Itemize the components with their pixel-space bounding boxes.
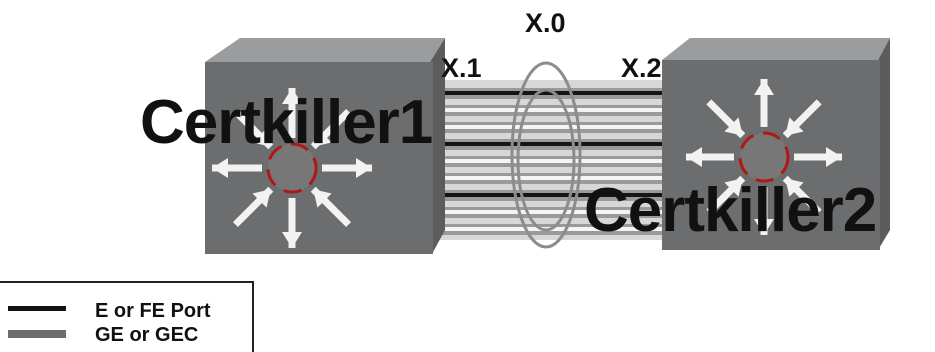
arrow-head: [282, 232, 302, 248]
arrow-head: [686, 147, 702, 167]
arrow-head: [252, 128, 271, 147]
arrow-head: [212, 158, 228, 178]
arrow-head: [785, 178, 804, 197]
arrow-head: [785, 117, 804, 136]
arrow-head: [724, 117, 743, 136]
arrow-head: [826, 147, 842, 167]
arrow-head: [313, 189, 332, 208]
link-stripe: [420, 142, 680, 146]
link-stripe: [420, 159, 680, 163]
arrow-head: [282, 88, 302, 104]
right-link-label: X.2: [621, 53, 662, 83]
legend-swatch-ge: [8, 330, 66, 338]
legend-item-ge: GE or GEC: [0, 324, 252, 346]
switch-right-arrows: [686, 79, 842, 235]
left-link-label: X.1: [441, 53, 482, 83]
legend-label-ge: GE or GEC: [95, 324, 199, 346]
switch-icon: [205, 38, 445, 254]
switch-right-label: Certkiller2: [584, 176, 877, 245]
etherchannel-oval: [510, 61, 582, 249]
legend-item-fe: E or FE Port: [0, 300, 252, 322]
legend-label-fe: E or FE Port: [95, 300, 211, 322]
switch-left-arrows: [212, 88, 372, 248]
arrow-head: [252, 189, 271, 208]
arrow-head: [754, 79, 774, 95]
switch-left-label: Certkiller1: [140, 88, 433, 157]
arrow-head: [754, 219, 774, 235]
link-stripe: [420, 210, 680, 214]
link-stripe: [420, 193, 680, 197]
arrow-head: [356, 158, 372, 178]
link-stripe: [420, 176, 680, 180]
arrow-head: [724, 178, 743, 197]
link-stripe: [420, 125, 680, 129]
legend-swatch-fe: [8, 306, 66, 311]
switch-icon: [662, 38, 890, 250]
link-stripe: [420, 91, 680, 95]
arrow-head: [313, 128, 332, 147]
bundle-label: X.0: [525, 8, 566, 38]
legend: E or FE Port GE or GEC: [0, 281, 254, 352]
link-stripe: [420, 108, 680, 112]
